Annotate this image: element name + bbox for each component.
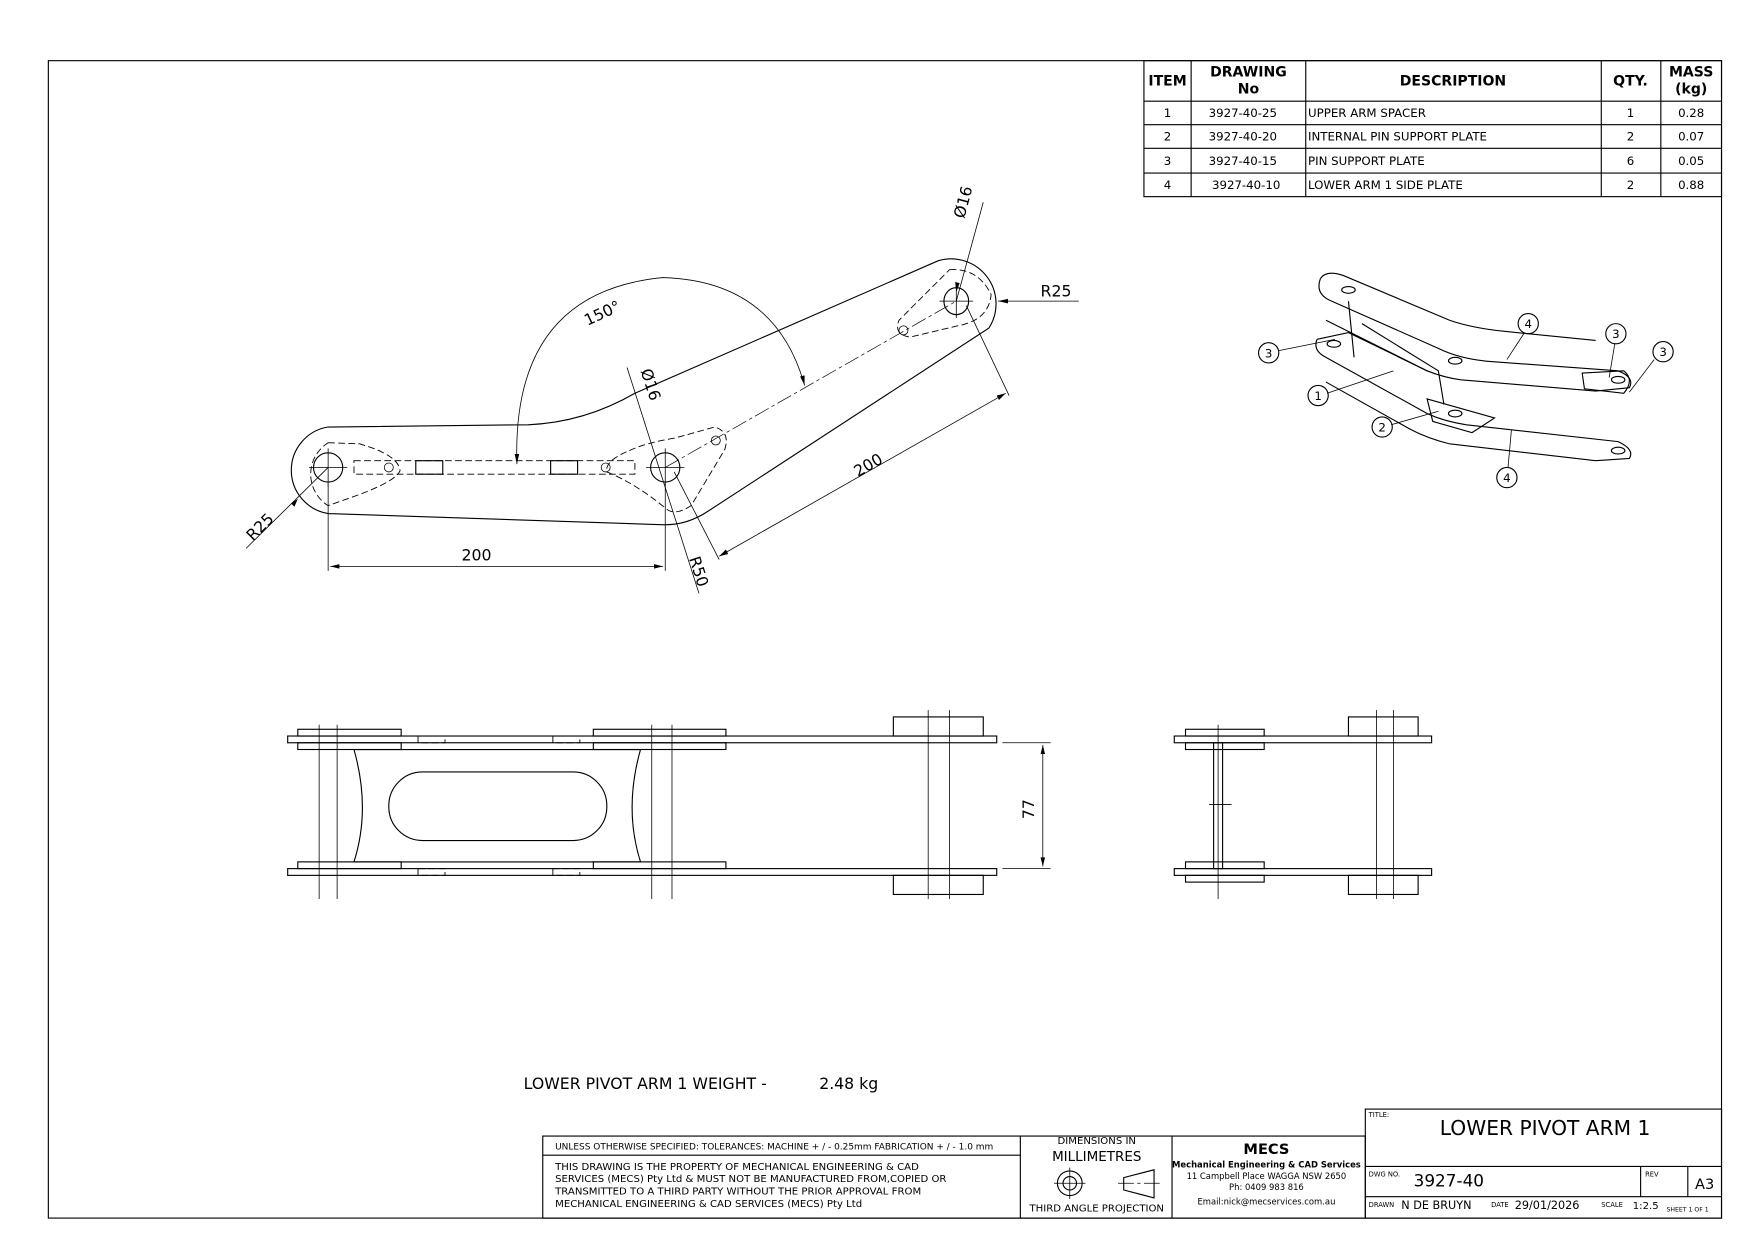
drawing-date: 29/01/2026 [1515, 1199, 1580, 1212]
balloon: 2 [1371, 416, 1393, 438]
table-row: 1 3927-40-25 UPPER ARM SPACER 1 0.28 [1164, 106, 1705, 120]
scale-label: SCALE [1601, 1201, 1623, 1209]
dimension-diameter-mid: Ø16 [637, 366, 665, 403]
company-logo: MECS [1243, 1141, 1289, 1158]
svg-text:4: 4 [1524, 317, 1532, 331]
bom-item: 4 [1164, 178, 1172, 192]
dimension-angle: 150° [581, 296, 623, 329]
property-note-line: SERVICES (MECS) Pty Ltd & MUST NOT BE MA… [555, 1174, 946, 1185]
bom-qty: 6 [1627, 154, 1635, 168]
bom-drawing: 3927-40-20 [1209, 129, 1277, 143]
dimension-angled-length: 200 [850, 449, 885, 480]
bom-drawing: 3927-40-25 [1209, 106, 1277, 120]
bom-drawing: 3927-40-10 [1212, 178, 1280, 192]
dimension-radius-left: R25 [242, 509, 277, 544]
dimension-plate-separation: 77 [1019, 799, 1038, 819]
bom-description: PIN SUPPORT PLATE [1308, 154, 1425, 168]
property-note-line: TRANSMITTED TO A THIRD PARTY WITHOUT THE… [554, 1186, 921, 1197]
bom-mass: 0.88 [1678, 178, 1704, 192]
bom-header-mass: MASS [1669, 64, 1713, 80]
bom-item: 2 [1164, 129, 1172, 143]
drawn-by: N DE BRUYN [1401, 1199, 1471, 1212]
bom-drawing: 3927-40-15 [1209, 154, 1277, 168]
svg-text:4: 4 [1503, 471, 1511, 485]
property-note-line: MECHANICAL ENGINEERING & CAD SERVICES (M… [555, 1199, 862, 1210]
company-phone: Ph: 0409 983 816 [1229, 1182, 1304, 1192]
bom-header-description: DESCRIPTION [1400, 73, 1506, 89]
sheet-size: A3 [1695, 1176, 1714, 1193]
date-label: DATE [1491, 1201, 1509, 1209]
svg-text:2: 2 [1378, 420, 1386, 434]
sheet-number: SHEET 1 OF 1 [1666, 1206, 1708, 1213]
drawing-scale: 1:2.5 [1633, 1201, 1659, 1212]
bom-description: LOWER ARM 1 SIDE PLATE [1308, 178, 1463, 192]
projection-label: THIRD ANGLE PROJECTION [1028, 1203, 1164, 1214]
dwg-no-label: DWG NO. [1369, 1171, 1400, 1179]
balloon: 3 [1652, 341, 1674, 363]
bom-mass: 0.05 [1678, 154, 1704, 168]
drawing-title: LOWER PIVOT ARM 1 [1440, 1116, 1651, 1140]
isometric-view: 4 3 3 3 1 2 4 [1257, 272, 1674, 489]
company-name: Mechanical Engineering & CAD Services [1172, 1160, 1361, 1170]
balloon: 3 [1605, 323, 1627, 345]
svg-text:3: 3 [1659, 345, 1667, 359]
svg-text:3: 3 [1612, 327, 1620, 341]
bom-header-mass-unit: (kg) [1675, 81, 1707, 97]
rev-label: REV [1645, 1171, 1659, 1179]
bom-mass: 0.28 [1678, 106, 1704, 120]
title-block: UNLESS OTHERWISE SPECIFIED: TOLERANCES: … [542, 1108, 1723, 1219]
weight-value: 2.48 kg [819, 1074, 878, 1093]
bom-description: UPPER ARM SPACER [1308, 106, 1426, 120]
bom-header-qty: QTY. [1613, 73, 1648, 89]
bom-header-drawing-no: No [1238, 81, 1260, 97]
bom-header-item: ITEM [1148, 73, 1186, 89]
bom-item: 1 [1164, 106, 1172, 120]
table-row: 3 3927-40-15 PIN SUPPORT PLATE 6 0.05 [1164, 154, 1705, 168]
table-row: 4 3927-40-10 LOWER ARM 1 SIDE PLATE 2 0.… [1164, 178, 1705, 192]
tolerances-note: UNLESS OTHERWISE SPECIFIED: TOLERANCES: … [555, 1143, 993, 1153]
bom-qty: 1 [1627, 106, 1635, 120]
drawn-label: DRAWN [1369, 1201, 1395, 1209]
property-note-line: THIS DRAWING IS THE PROPERTY OF MECHANIC… [554, 1162, 919, 1173]
balloon: 4 [1517, 312, 1539, 335]
company-address: 11 Campbell Place WAGGA NSW 2650 [1187, 1171, 1347, 1181]
units-label: MILLIMETRES [1052, 1149, 1141, 1165]
table-row: 2 3927-40-20 INTERNAL PIN SUPPORT PLATE … [1164, 129, 1705, 143]
bom-item: 3 [1164, 154, 1172, 168]
dimension-radius-right: R25 [1041, 282, 1072, 301]
bom-description: INTERNAL PIN SUPPORT PLATE [1308, 129, 1487, 143]
bill-of-materials: ITEM DRAWING No DESCRIPTION QTY. MASS (k… [1143, 60, 1723, 198]
dimension-diameter-top: Ø16 [950, 184, 977, 220]
bom-qty: 2 [1627, 178, 1635, 192]
balloon: 3 [1257, 342, 1280, 364]
drawing-border [47, 60, 1723, 1219]
dimension-radius-mid: R50 [685, 554, 713, 589]
balloon: 4 [1496, 466, 1518, 489]
dimensions-in-label: DIMENSIONS IN [1057, 1136, 1136, 1147]
bom-qty: 2 [1627, 129, 1635, 143]
company-email: Email:nick@mecservices.com.au [1197, 1197, 1335, 1207]
front-view: 77 [287, 710, 1051, 899]
drawing-number: 3927-40 [1414, 1171, 1484, 1191]
bom-mass: 0.07 [1678, 129, 1704, 143]
svg-text:3: 3 [1265, 346, 1273, 360]
weight-label: LOWER PIVOT ARM 1 WEIGHT - [524, 1074, 767, 1093]
title-label: TITLE: [1368, 1111, 1390, 1119]
side-view [1173, 710, 1433, 899]
svg-text:1: 1 [1314, 389, 1322, 403]
projection-symbol-icon [1054, 1167, 1160, 1199]
dimension-horizontal-length: 200 [461, 546, 491, 565]
bom-header-drawing: DRAWING [1210, 64, 1287, 80]
balloon: 1 [1307, 384, 1329, 407]
top-view: 200 200 150° Ø16 R50 Ø16 R25 R25 [242, 184, 1079, 594]
